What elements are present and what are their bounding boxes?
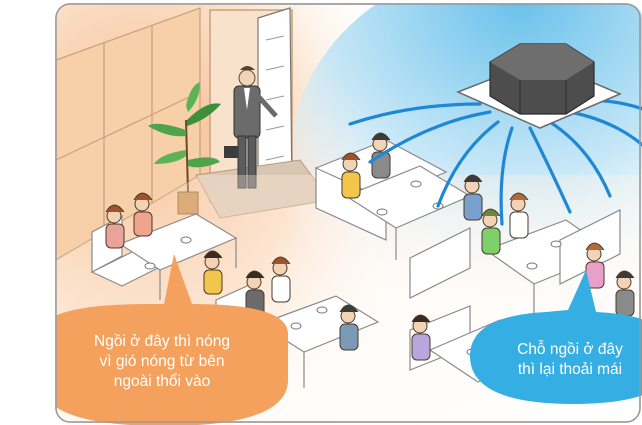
person <box>509 192 529 239</box>
seated-people <box>105 132 635 361</box>
cool-callout-bubble <box>470 270 642 404</box>
window-wall <box>56 7 201 262</box>
person <box>339 304 359 351</box>
person <box>341 152 361 199</box>
person <box>481 208 501 255</box>
person <box>133 192 153 237</box>
cool-seat-callout: Chỗ ngồi ở đây thì lại thoải mái <box>470 270 642 404</box>
person <box>203 250 223 295</box>
cool-callout-line-2: thì lại thoải mái <box>518 361 622 378</box>
hot-seat-callout: Ngồi ở đây thì nóng vì gió nóng từ bên n… <box>56 254 288 425</box>
person <box>463 174 483 221</box>
hot-callout-line-2: vì gió nóng từ bên <box>100 353 225 370</box>
hot-callout-line-3: ngoài thổi vào <box>114 373 211 390</box>
potted-plant-icon <box>148 82 221 215</box>
hot-callout-line-1: Ngồi ở đây thì nóng <box>94 333 230 350</box>
coffee-cups <box>144 180 562 356</box>
ceiling-air-conditioner-icon <box>456 43 622 129</box>
hot-callout-bubble <box>56 254 288 425</box>
person <box>615 270 635 317</box>
person <box>585 242 605 289</box>
person <box>105 204 125 249</box>
person <box>271 256 291 303</box>
person <box>411 314 431 361</box>
cool-callout-line-1: Chỗ ngồi ở đây <box>517 341 623 358</box>
